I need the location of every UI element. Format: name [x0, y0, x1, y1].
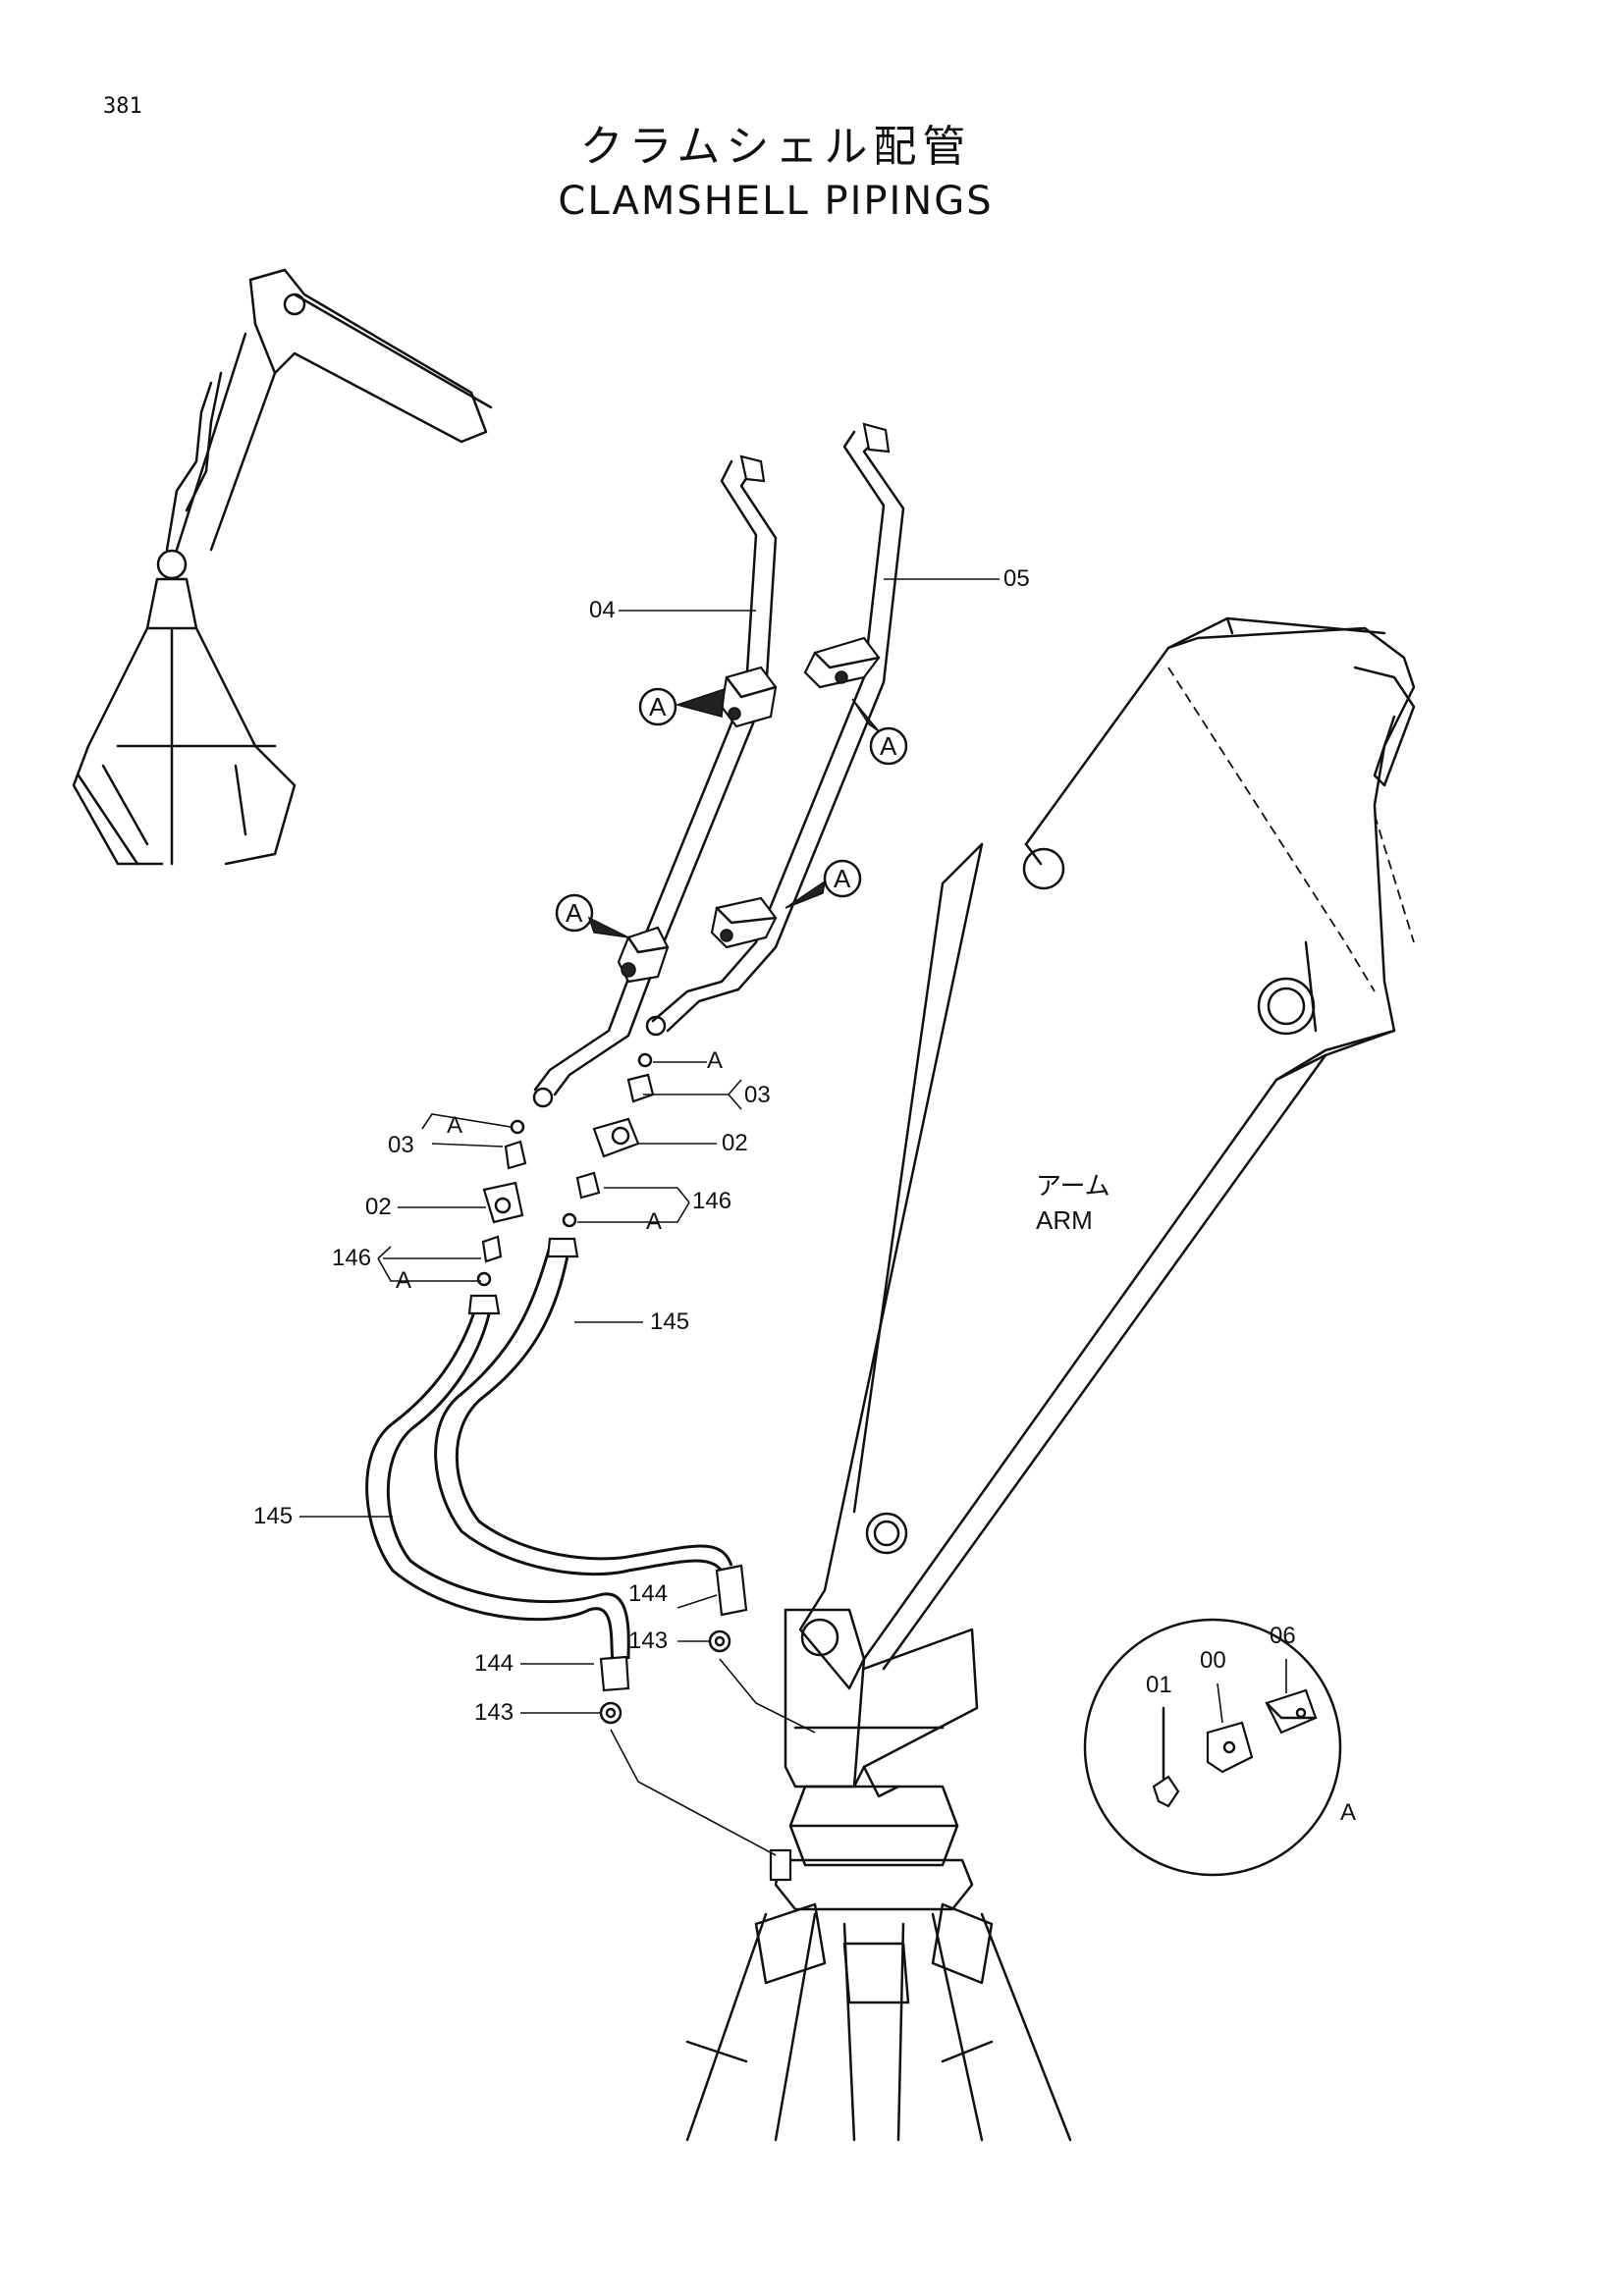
- arm-label-japanese: アーム: [1036, 1171, 1110, 1201]
- pipe-05: [645, 422, 905, 1037]
- callout-letter: A: [834, 864, 851, 893]
- part-label-145: 145: [650, 1308, 690, 1335]
- part-label-01: 01: [1146, 1672, 1172, 1698]
- part-ref-a: A: [396, 1267, 412, 1294]
- arm-label: ARM: [1036, 1205, 1093, 1235]
- part-label-02: 02: [722, 1130, 748, 1156]
- page-title-japanese: クラムシェル配管: [579, 122, 972, 172]
- leader-lines: [299, 578, 1000, 1714]
- page-title: CLAMSHELL PIPINGS: [558, 179, 994, 224]
- part-label-144: 144: [628, 1580, 669, 1607]
- arm-body: [685, 616, 1416, 2142]
- part-label-143: 143: [474, 1699, 514, 1726]
- callout-markers: A A A A: [555, 687, 908, 938]
- detail-view-a: [1083, 1618, 1342, 1877]
- part-ref-a: A: [707, 1047, 724, 1074]
- part-label-03: 03: [388, 1132, 414, 1158]
- fittings: [476, 1052, 655, 1287]
- part-label-145: 145: [253, 1503, 294, 1529]
- part-label-00: 00: [1200, 1647, 1226, 1674]
- part-label-143: 143: [628, 1628, 669, 1654]
- part-label-146: 146: [332, 1245, 372, 1271]
- pipe-04: [532, 454, 778, 1108]
- pipe-clamps: [617, 636, 881, 984]
- part-label-04: 04: [589, 597, 616, 623]
- overview-illustration: [72, 268, 493, 866]
- hoses-145: [365, 1237, 816, 1856]
- part-label-05: 05: [1003, 565, 1030, 592]
- part-label-146: 146: [692, 1188, 732, 1214]
- callout-letter: A: [649, 692, 667, 721]
- part-ref-a: A: [646, 1208, 663, 1235]
- part-label-144: 144: [474, 1650, 514, 1677]
- part-label-06: 06: [1270, 1623, 1296, 1649]
- detail-view-label: A: [1340, 1799, 1357, 1826]
- page-number: 381: [103, 94, 142, 119]
- part-label-02: 02: [365, 1194, 392, 1220]
- part-ref-a: A: [447, 1112, 463, 1139]
- callout-letter: A: [880, 731, 897, 761]
- part-label-03: 03: [744, 1082, 771, 1108]
- callout-letter: A: [566, 898, 583, 928]
